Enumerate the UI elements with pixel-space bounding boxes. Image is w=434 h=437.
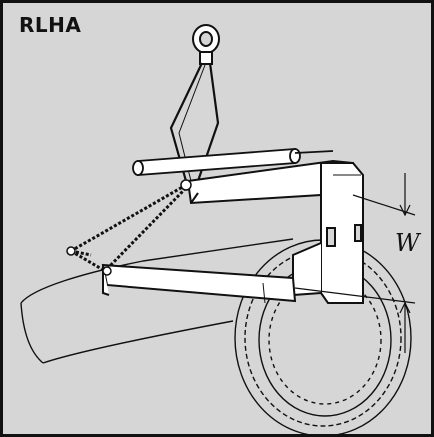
dimension-w: [294, 173, 416, 353]
upper-tube: [132, 148, 334, 176]
back-plate: [292, 162, 364, 304]
chain-hooks: [66, 179, 192, 276]
lifting-eye: [192, 24, 220, 65]
model-title: RLHA: [19, 13, 82, 37]
pipe-clamp-drawing: [20, 24, 416, 434]
chains: [70, 183, 188, 273]
dimension-label: W: [395, 229, 420, 257]
pipe: [20, 238, 412, 434]
lower-jaw: [101, 263, 297, 304]
